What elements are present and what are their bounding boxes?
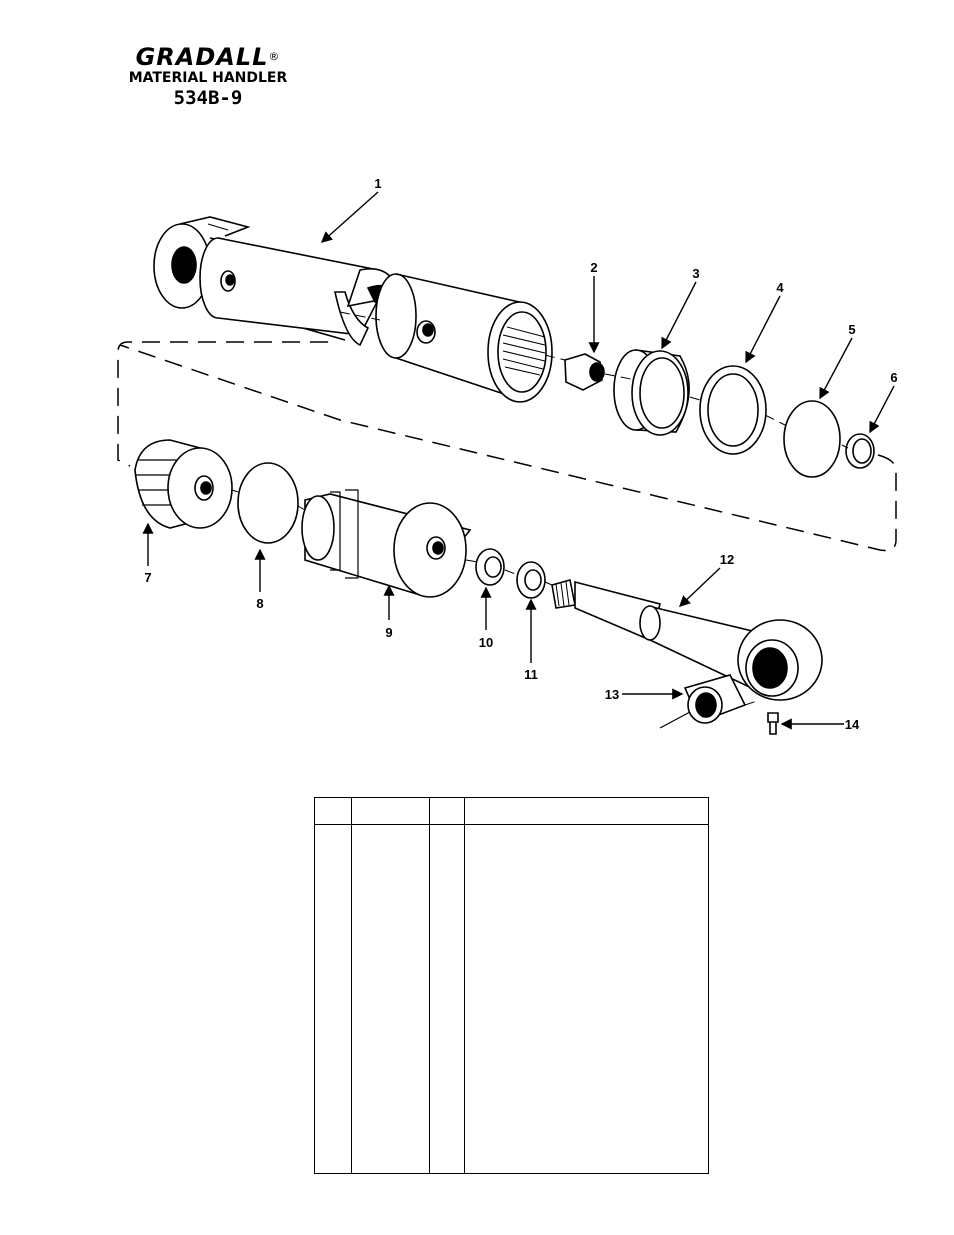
callout-leaders (142, 191, 895, 730)
ring-part-4 (699, 365, 767, 455)
gland-part-9 (301, 489, 472, 598)
wiper-part-11 (516, 561, 546, 599)
brand-logo: GRADALL® (135, 43, 281, 71)
document-header: GRADALL® MATERIAL HANDLER 534B-9 (108, 44, 308, 109)
table-row (315, 824, 709, 1174)
table-cell (351, 824, 430, 1174)
cylinder-barrel (153, 216, 553, 403)
dashed-assembly-outline (117, 341, 897, 552)
callout-3: 3 (692, 266, 699, 281)
callout-12: 12 (720, 552, 734, 567)
piston-part-7 (134, 439, 233, 529)
table-header-row (314, 797, 709, 825)
callout-5: 5 (848, 322, 855, 337)
oring-part-5 (783, 400, 841, 478)
callout-8: 8 (256, 596, 263, 611)
table-cell (315, 825, 352, 1174)
table-cell (464, 824, 709, 1174)
document-subtitle: MATERIAL HANDLER (128, 70, 288, 86)
rod-part-12 (551, 578, 823, 701)
callout-13: 13 (605, 687, 619, 702)
parts-list-table (314, 797, 709, 1174)
table-cell (429, 824, 465, 1174)
callout-4: 4 (776, 280, 784, 295)
table-header-cell (429, 797, 465, 825)
callout-11: 11 (524, 667, 538, 682)
grease-fitting-part-14 (767, 712, 779, 735)
oring-part-8 (237, 462, 299, 544)
callout-6: 6 (890, 370, 897, 385)
table-header-cell (351, 797, 430, 825)
callout-10: 10 (479, 635, 493, 650)
spacer-part-10 (475, 548, 505, 586)
nut-part-2 (564, 353, 605, 391)
callout-14: 14 (845, 717, 860, 732)
bushing-part-13 (659, 674, 747, 729)
model-number: 534B-9 (173, 87, 243, 109)
callout-7: 7 (144, 570, 151, 585)
table-header-cell (314, 797, 352, 825)
callout-9: 9 (385, 625, 392, 640)
centerlines (231, 311, 849, 706)
table-header-cell (464, 797, 709, 825)
callout-2: 2 (590, 260, 597, 275)
exploded-parts-diagram: 1 2 3 4 5 6 7 8 9 10 11 12 13 14 (117, 176, 898, 735)
bushing-part-6 (845, 433, 875, 469)
ring-part-3 (613, 349, 690, 436)
callout-1: 1 (374, 176, 381, 191)
